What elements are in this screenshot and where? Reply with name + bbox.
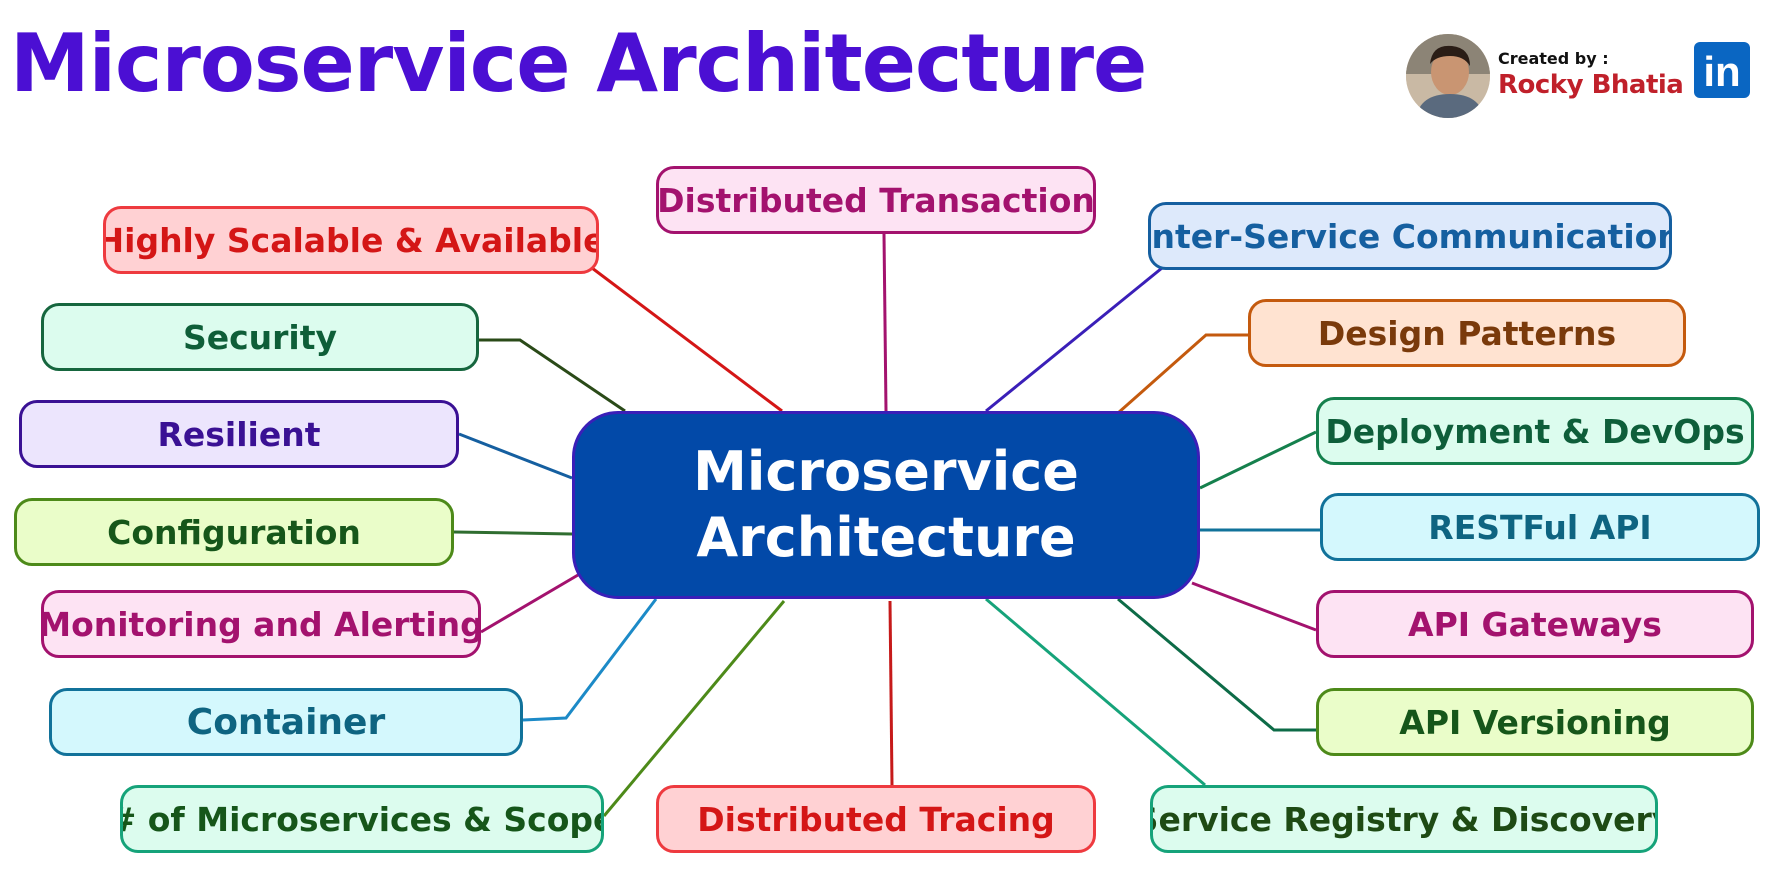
page-title: Microservice Architecture: [10, 17, 1147, 110]
node-label: Distributed Tracing: [697, 799, 1055, 839]
node-highly-scalable-available: Highly Scalable & Available: [103, 206, 599, 274]
central-node-line-1: Microservice: [693, 440, 1079, 504]
node-restful-api: RESTFul API: [1320, 493, 1760, 561]
node-microservices-scope: # of Microservices & Scope: [120, 785, 604, 853]
node-label: API Versioning: [1399, 702, 1671, 742]
node-label: Security: [182, 317, 338, 357]
connector-api-gateways: [1191, 581, 1317, 632]
node-distributed-transaction: Distributed Transaction: [656, 166, 1096, 234]
node-distributed-tracing: Distributed Tracing: [656, 785, 1096, 853]
node-design-patterns: Design Patterns: [1248, 299, 1686, 367]
central-node-line-2: Architecture: [696, 506, 1076, 569]
connector-configuration: [453, 530, 573, 536]
connector-inter-service-communication: [985, 266, 1163, 413]
node-label: API Gateways: [1408, 604, 1662, 644]
central-node: Microservice Architecture: [572, 411, 1200, 599]
node-resilient: Resilient: [19, 400, 459, 468]
node-label: RESTFul API: [1428, 507, 1652, 547]
node-label: Service Registry & Discovery: [1150, 799, 1658, 839]
node-label: Highly Scalable & Available: [103, 220, 599, 260]
linkedin-icon-text: in: [1703, 48, 1740, 95]
connector-highly-scalable-available: [591, 266, 783, 413]
connector-security: [479, 338, 626, 413]
node-label: Design Patterns: [1317, 313, 1617, 353]
author-credit: Created by : Rocky Bhatia in: [1404, 32, 1764, 122]
node-label: Container: [186, 701, 386, 743]
node-configuration: Configuration: [14, 498, 454, 566]
created-by-label: Created by :: [1498, 49, 1609, 68]
connector-api-versioning: [1117, 597, 1316, 732]
connector-design-patterns: [1117, 333, 1248, 415]
author-name: Rocky Bhatia: [1498, 70, 1684, 100]
connector-distributed-transaction: [882, 233, 888, 412]
node-label: Configuration: [107, 512, 361, 552]
node-api-versioning: API Versioning: [1316, 688, 1754, 756]
node-label: Inter-Service Communication: [1148, 216, 1672, 256]
node-label: Distributed Transaction: [657, 180, 1095, 220]
node-label: Deployment & DevOps: [1325, 411, 1745, 451]
node-monitoring-alerting: Monitoring and Alerting: [41, 590, 481, 658]
node-label: Resilient: [157, 414, 321, 454]
node-label: Monitoring and Alerting: [41, 604, 481, 644]
connector-microservices-scope: [602, 600, 786, 817]
node-container: Container: [49, 688, 523, 756]
connector-service-registry-discovery: [985, 597, 1206, 787]
linkedin-icon[interactable]: in: [1694, 42, 1750, 98]
node-inter-service-communication: Inter-Service Communication: [1148, 202, 1672, 270]
node-security: Security: [41, 303, 479, 371]
node-deployment-devops: Deployment & DevOps: [1316, 397, 1754, 465]
connector-distributed-tracing: [888, 600, 894, 786]
node-api-gateways: API Gateways: [1316, 590, 1754, 658]
connector-container: [522, 598, 658, 722]
node-label: # of Microservices & Scope: [120, 799, 604, 839]
connector-deployment-devops: [1199, 430, 1317, 490]
connector-monitoring-alerting: [480, 573, 579, 634]
connector-resilient: [458, 432, 573, 480]
node-service-registry-discovery: Service Registry & Discovery: [1150, 785, 1658, 853]
